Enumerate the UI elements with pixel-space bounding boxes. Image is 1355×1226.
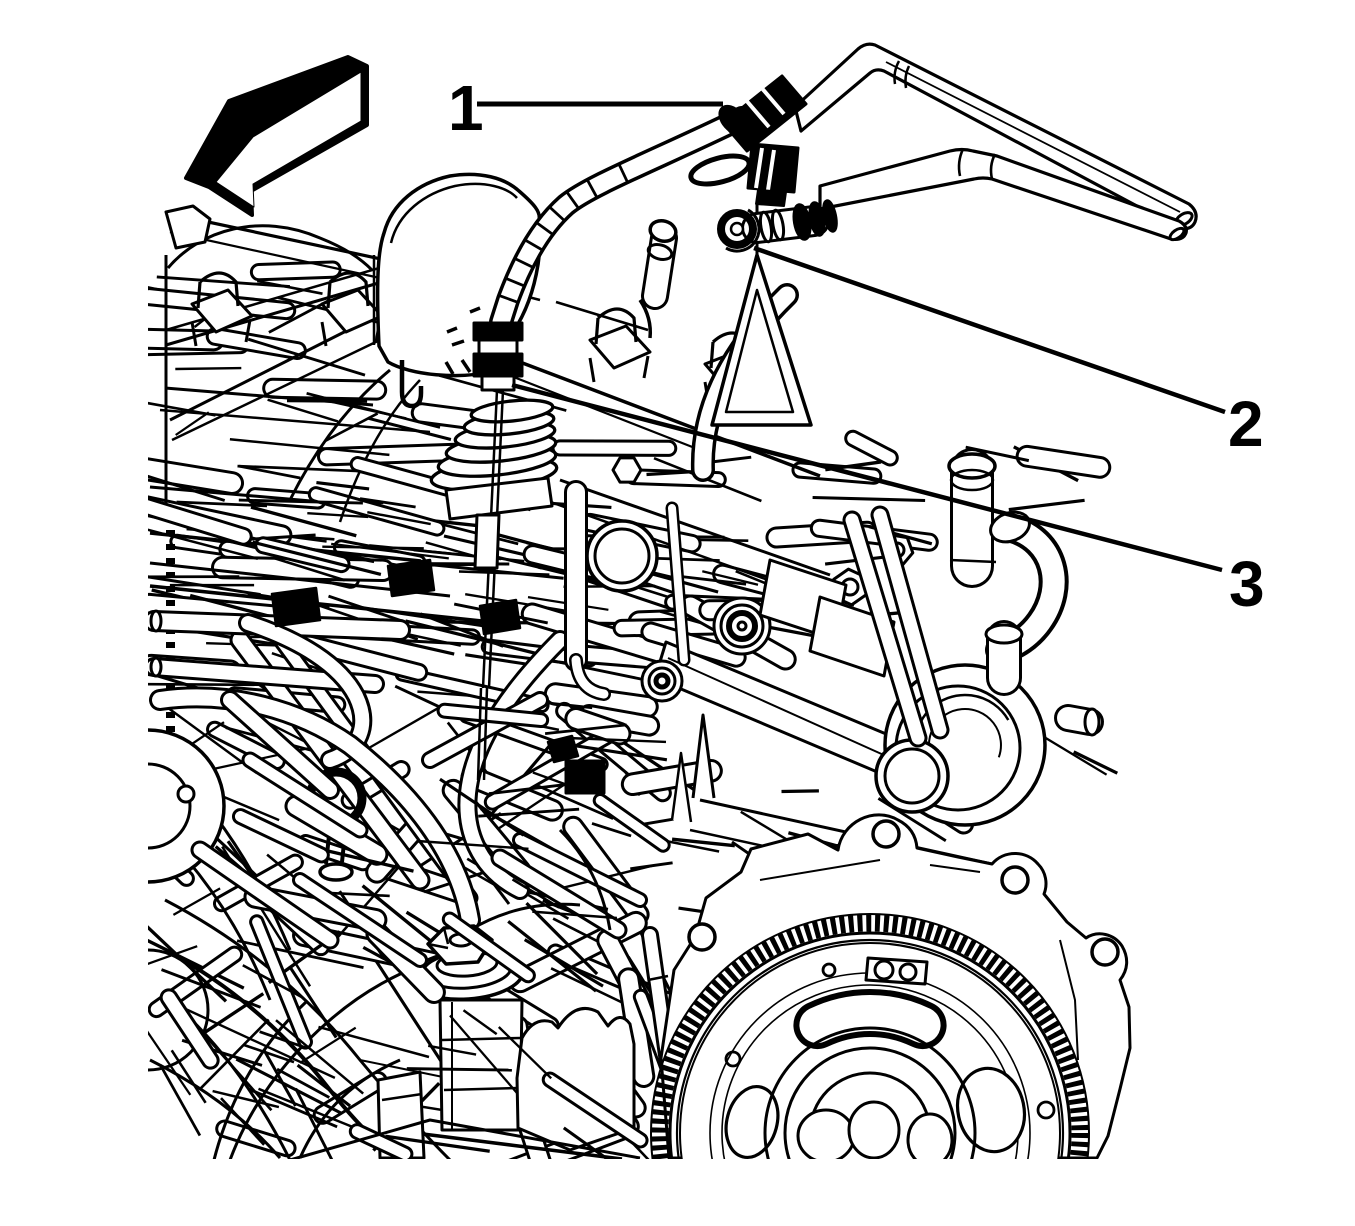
svg-text:3: 3 [1229, 548, 1265, 620]
svg-text:1: 1 [448, 72, 484, 144]
svg-text:2: 2 [1228, 388, 1264, 460]
